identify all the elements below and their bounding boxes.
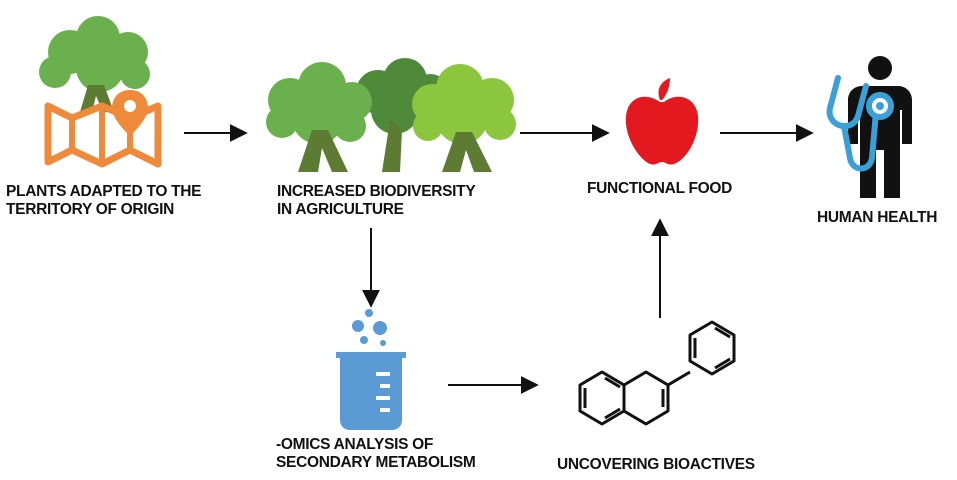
apple-icon <box>625 78 699 165</box>
node-functional-food-label: FUNCTIONAL FOOD <box>587 180 732 198</box>
node-biodiversity-label: INCREASED BIODIVERSITY IN AGRICULTURE <box>277 183 476 219</box>
label-line: HUMAN HEALTH <box>817 209 938 226</box>
label-line: UNCOVERING BIOACTIVES <box>557 456 755 473</box>
label-line: FUNCTIONAL FOOD <box>587 180 733 197</box>
beaker-icon <box>336 309 406 430</box>
molecule-icon <box>578 320 736 426</box>
label-line: INCREASED BIODIVERSITY <box>277 183 476 200</box>
label-line: PLANTS ADAPTED TO THE <box>6 183 202 200</box>
node-human-health-label: HUMAN HEALTH <box>817 209 937 227</box>
map-pin-tree-icon <box>39 16 162 168</box>
node-bioactives-label: UNCOVERING BIOACTIVES <box>557 456 755 474</box>
node-plants-label: PLANTS ADAPTED TO THE TERRITORY OF ORIGI… <box>6 183 202 219</box>
flow-arrows <box>184 124 814 394</box>
label-line: SECONDARY METABOLISM <box>276 454 476 471</box>
node-omics-label: -OMICS ANALYSIS OF SECONDARY METABOLISM <box>276 436 476 472</box>
trees-icon <box>266 58 516 172</box>
doctor-stethoscope-icon <box>826 56 912 198</box>
label-line: IN AGRICULTURE <box>277 201 404 218</box>
label-line: TERRITORY OF ORIGIN <box>6 201 174 218</box>
label-line: -OMICS ANALYSIS OF <box>276 436 434 453</box>
